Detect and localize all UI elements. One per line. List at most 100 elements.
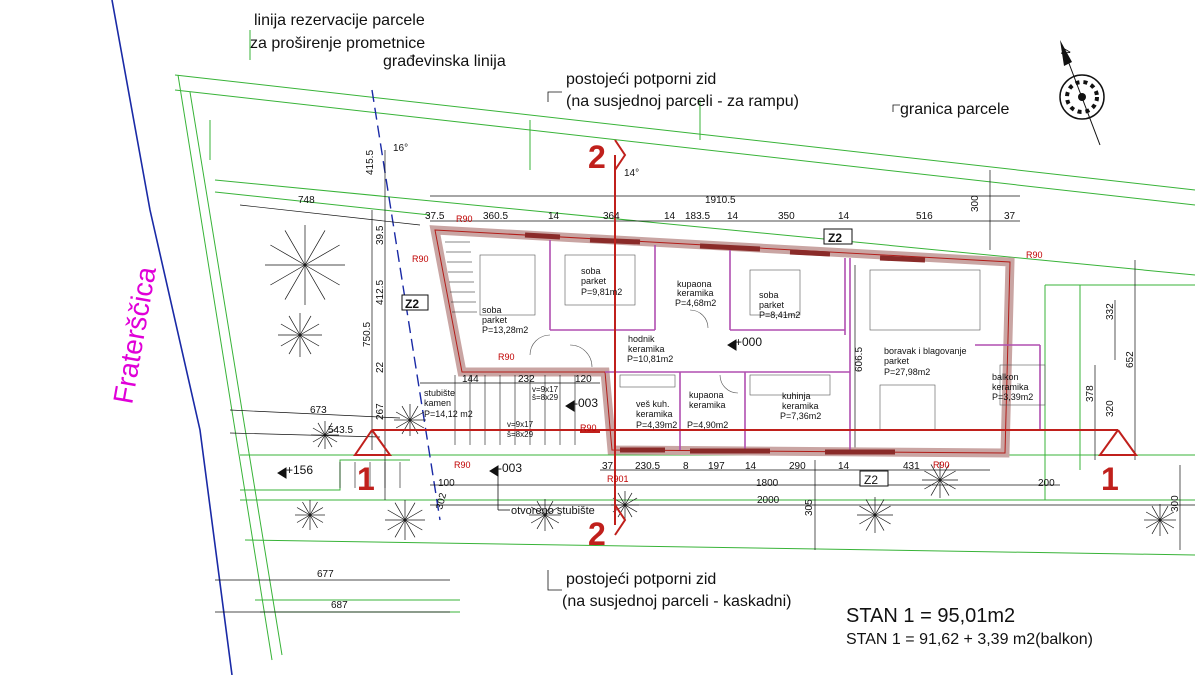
tree-icon bbox=[265, 225, 345, 305]
zone-label-top: Z2 bbox=[828, 231, 842, 245]
dimension-texts: 1910.5 37.5 360.5 14 364 14 183.5 14 350… bbox=[298, 143, 1181, 611]
site-notes: linija rezervacije parcele za proširenje… bbox=[250, 12, 1010, 610]
room-kupaona-2-floor: keramika bbox=[689, 400, 726, 410]
stair-lower-1: v=9x17 bbox=[507, 420, 534, 429]
area-formula: STAN 1 = 91,62 + 3,39 m2(balkon) bbox=[846, 631, 1093, 648]
street-edge-line bbox=[111, 0, 233, 675]
dim-right-320: 320 bbox=[1105, 400, 1116, 417]
dim-left-412: 412.5 bbox=[375, 280, 386, 305]
room-soba-2-area: P=9,81m2 bbox=[581, 287, 622, 297]
dim-right-300: 300 bbox=[970, 195, 981, 212]
dim-right-652: 652 bbox=[1125, 351, 1136, 368]
dim-row-144: 144 bbox=[462, 374, 479, 385]
stair-upper-2: š=8x29 bbox=[532, 393, 559, 402]
room-stubiste-area: P=14,12 m2 bbox=[424, 409, 473, 419]
room-kuhinja-name: kuhinja bbox=[782, 391, 811, 401]
tag-r901: R901 bbox=[607, 474, 629, 484]
dim-bottom-2000: 2000 bbox=[757, 495, 780, 506]
room-soba-2-name: soba bbox=[581, 266, 601, 276]
dim-top-seg-6: 183.5 bbox=[685, 211, 710, 222]
room-ves-kuh-floor: keramika bbox=[636, 409, 673, 419]
dim-left-267: 267 bbox=[375, 403, 386, 420]
dim-bottom-seg-4: 197 bbox=[708, 461, 725, 472]
room-hodnik-name: hodnik bbox=[628, 334, 655, 344]
dimension-lines bbox=[215, 150, 1195, 613]
tree-icon bbox=[922, 462, 958, 498]
room-kupaona-2-name: kupaona bbox=[689, 390, 724, 400]
zone-label-bottom: Z2 bbox=[864, 473, 878, 487]
dim-row-232: 232 bbox=[518, 374, 535, 385]
room-soba-3-area: P=8,41m2 bbox=[759, 310, 800, 320]
room-soba-1-floor: parket bbox=[482, 315, 508, 325]
level-stair-b: -003 bbox=[498, 461, 522, 475]
section-marks: 2 2 1 1 bbox=[357, 139, 1119, 552]
zone-label-left: Z2 bbox=[405, 297, 419, 311]
dim-angle-section: 14° bbox=[624, 168, 639, 179]
dim-bottom-seg-1: 37 bbox=[602, 461, 614, 472]
dim-left-415: 415.5 bbox=[365, 150, 376, 175]
level-outdoor: +156 bbox=[286, 463, 313, 477]
level-main: +000 bbox=[735, 335, 762, 349]
dim-top-seg-4: 364 bbox=[603, 211, 620, 222]
dim-bottom-305: 305 bbox=[804, 499, 815, 516]
room-kupaona-1-area: P=4,68m2 bbox=[675, 298, 716, 308]
room-kupaona-1-floor: keramika bbox=[677, 288, 714, 298]
tree-icon bbox=[385, 500, 425, 540]
tree-icon bbox=[278, 313, 322, 357]
dim-606: 606.5 bbox=[854, 347, 865, 372]
section-2-bottom: 2 bbox=[588, 516, 606, 552]
room-kuhinja-floor: keramika bbox=[782, 401, 819, 411]
tag-r90-b: R90 bbox=[412, 254, 429, 264]
room-boravak-area: P=27,98m2 bbox=[884, 367, 930, 377]
dim-top-seg-5: 14 bbox=[664, 211, 676, 222]
dim-top-seg-3: 14 bbox=[548, 211, 560, 222]
dim-left-302: 302 bbox=[434, 491, 449, 510]
dim-left-750: 750.5 bbox=[362, 322, 373, 347]
room-labels: soba parket P=13,28m2 soba parket P=9,81… bbox=[424, 266, 1033, 430]
dim-bottom-seg-3: 8 bbox=[683, 461, 689, 472]
window-tags: R90 R90 R90 R90 R90 R90 R90 R901 bbox=[412, 214, 1043, 484]
dim-top-seg-2: 360.5 bbox=[483, 211, 508, 222]
note-plot-boundary: granica parcele bbox=[900, 101, 1010, 118]
dim-top-seg-11: 37 bbox=[1004, 211, 1016, 222]
note-retaining-wall-top-1: postojeći potporni zid bbox=[566, 71, 716, 88]
compass-icon: N bbox=[1059, 40, 1105, 146]
tag-r90-f: R90 bbox=[454, 460, 471, 470]
room-kuhinja-area: P=7,36m2 bbox=[780, 411, 821, 421]
stair-lower-2: š=8x29 bbox=[507, 430, 534, 439]
dim-bottom-seg-2: 230.5 bbox=[635, 461, 660, 472]
dim-row-120: 120 bbox=[575, 374, 592, 385]
dim-687: 687 bbox=[331, 600, 348, 611]
room-soba-3-name: soba bbox=[759, 290, 779, 300]
tree-icon bbox=[529, 499, 561, 531]
dim-angle-top: 16° bbox=[393, 143, 408, 154]
dim-bottom-seg-5: 14 bbox=[745, 461, 757, 472]
street-name: Fraterščica bbox=[107, 264, 162, 406]
stair-upper-1: v=9x17 bbox=[532, 385, 559, 394]
room-stubiste-floor: kamen bbox=[424, 398, 451, 408]
tag-r90-e: R90 bbox=[580, 423, 597, 433]
area-total: STAN 1 = 95,01m2 bbox=[846, 605, 1015, 627]
note-open-staircase: otvoreno stubište bbox=[511, 505, 595, 517]
dim-right-378: 378 bbox=[1085, 385, 1096, 402]
room-hodnik-area: P=10,81m2 bbox=[627, 354, 673, 364]
tree-icon bbox=[311, 421, 339, 449]
dim-bottom-seg-6: 290 bbox=[789, 461, 806, 472]
level-stair-a: -003 bbox=[574, 396, 598, 410]
dim-right-332: 332 bbox=[1105, 303, 1116, 320]
tree-icon bbox=[1144, 504, 1176, 536]
room-ves-kuh-area: P=4,39m2 bbox=[636, 420, 677, 430]
dim-bottom-100: 100 bbox=[438, 478, 455, 489]
stair-specs: v=9x17 š=8x29 v=9x17 š=8x29 bbox=[507, 385, 559, 439]
dim-677: 677 bbox=[317, 569, 334, 580]
section-1-right: 1 bbox=[1101, 461, 1119, 497]
dim-left-22: 22 bbox=[375, 361, 386, 373]
room-stubiste-name: stubište bbox=[424, 388, 455, 398]
dim-543: 543.5 bbox=[328, 425, 353, 436]
room-soba-1-area: P=13,28m2 bbox=[482, 325, 528, 335]
room-kupaona-1-name: kupaona bbox=[677, 279, 712, 289]
tree-icon bbox=[394, 404, 426, 436]
level-marks: +000 -003 -003 +156 bbox=[277, 335, 762, 479]
dim-748: 748 bbox=[298, 195, 315, 206]
